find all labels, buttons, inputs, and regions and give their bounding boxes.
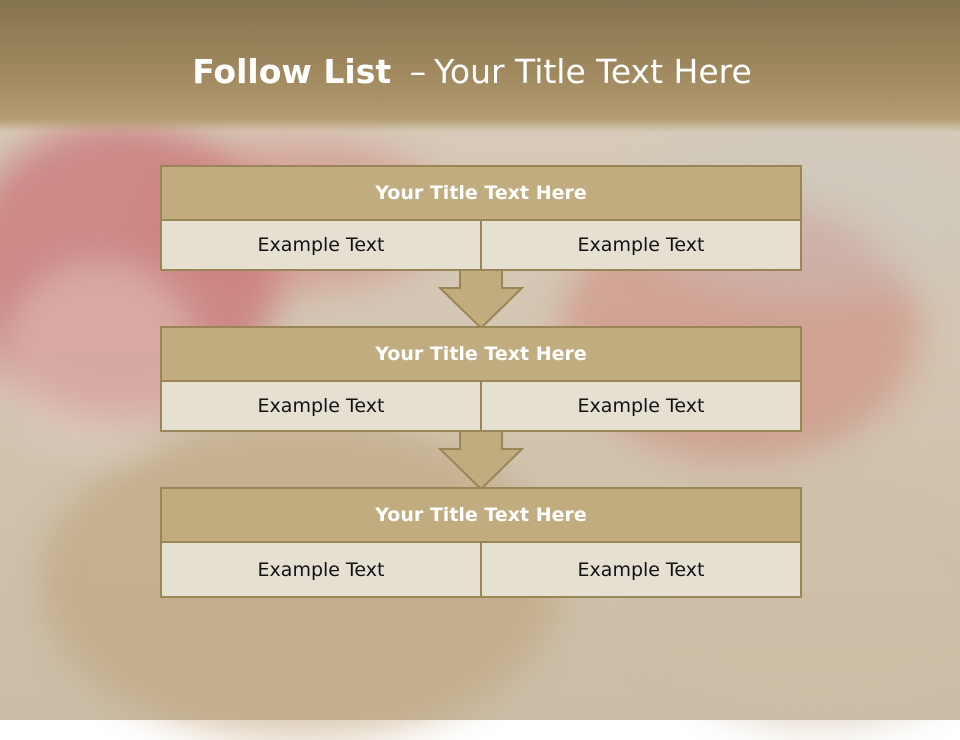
step-row: Example Text Example Text bbox=[160, 543, 802, 598]
step-cell-left: Example Text bbox=[257, 234, 385, 256]
title-bar bbox=[0, 0, 960, 132]
title-bold: Follow List bbox=[192, 52, 392, 91]
down-arrow-icon bbox=[438, 268, 524, 330]
step-cell-right: Example Text bbox=[480, 382, 800, 430]
step-block: Your Title Text Here Example Text Exampl… bbox=[160, 326, 802, 432]
step-row: Example Text Example Text bbox=[160, 382, 802, 432]
step-row: Example Text Example Text bbox=[160, 221, 802, 271]
down-arrow-icon bbox=[438, 429, 524, 491]
slide-title: Follow List –Your Title Text Here bbox=[0, 52, 944, 91]
step-title: Your Title Text Here bbox=[160, 487, 802, 543]
title-separator: – bbox=[409, 52, 427, 91]
step-cell-left: Example Text bbox=[257, 395, 385, 417]
title-rest: Your Title Text Here bbox=[434, 52, 752, 91]
step-cell-right: Example Text bbox=[480, 221, 800, 269]
step-block: Your Title Text Here Example Text Exampl… bbox=[160, 487, 802, 598]
step-title: Your Title Text Here bbox=[160, 165, 802, 221]
step-cell-right: Example Text bbox=[480, 543, 800, 596]
step-cell-left: Example Text bbox=[257, 558, 385, 581]
step-title: Your Title Text Here bbox=[160, 326, 802, 382]
step-block: Your Title Text Here Example Text Exampl… bbox=[160, 165, 802, 271]
